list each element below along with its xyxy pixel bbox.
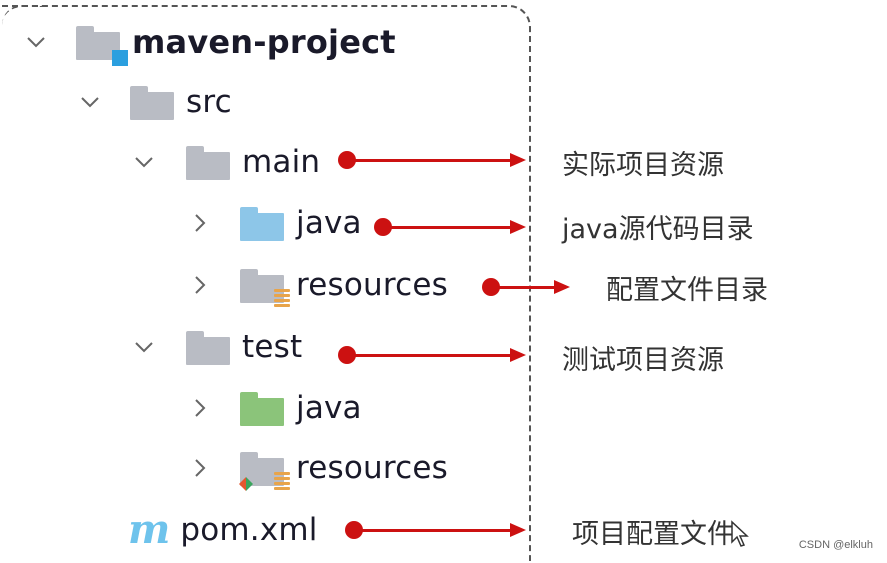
tree-item-maven-project[interactable]: maven-project [22,20,396,66]
chevron-down-icon[interactable] [22,28,50,56]
annotation-main: 实际项目资源 [562,150,724,181]
tree-item-main-java[interactable]: java [186,201,362,245]
module-folder-icon [76,24,128,66]
tree-item-label: resources [296,267,449,303]
annotation-pom: 项目配置文件 [572,519,734,550]
annotation-main-java: java源代码目录 [562,214,754,245]
test-resources-folder-icon [239,450,290,491]
test-source-folder-icon [240,390,286,426]
annotation-main-resources: 配置文件目录 [606,275,768,306]
chevron-right-icon[interactable] [186,394,214,422]
chevron-down-icon[interactable] [76,88,104,116]
tree-item-label: test [242,329,303,365]
tree-item-pom-xml[interactable]: m pom.xml [128,508,318,552]
folder-icon [186,144,232,180]
maven-icon: m [128,506,171,553]
chevron-right-icon[interactable] [186,454,214,482]
folder-icon [186,329,232,365]
chevron-down-icon[interactable] [130,148,158,176]
tree-item-label: java [296,390,362,426]
tree-item-test[interactable]: test [130,325,302,369]
tree-item-label: pom.xml [180,512,318,548]
tree-item-label: main [242,144,321,180]
tree-item-label: resources [296,450,449,486]
tree-item-test-java[interactable]: java [186,386,362,430]
tree-item-test-resources[interactable]: resources [186,446,449,491]
tree-item-main[interactable]: main [130,140,320,184]
chevron-down-icon[interactable] [130,333,158,361]
mouse-cursor-icon [731,520,749,547]
tree-item-label: java [296,205,362,241]
project-tree-frame [2,5,531,561]
tree-item-main-resources[interactable]: resources [186,263,448,307]
tree-item-src[interactable]: src [76,80,232,124]
chevron-right-icon[interactable] [186,209,214,237]
annotation-test: 测试项目资源 [562,345,724,376]
chevron-right-icon[interactable] [186,271,214,299]
tree-item-label: src [186,84,232,120]
folder-icon [130,84,176,120]
source-folder-icon [240,205,286,241]
tree-item-label: maven-project [132,23,396,61]
watermark: CSDN @elkluh [798,539,873,551]
resources-folder-icon [240,267,290,307]
